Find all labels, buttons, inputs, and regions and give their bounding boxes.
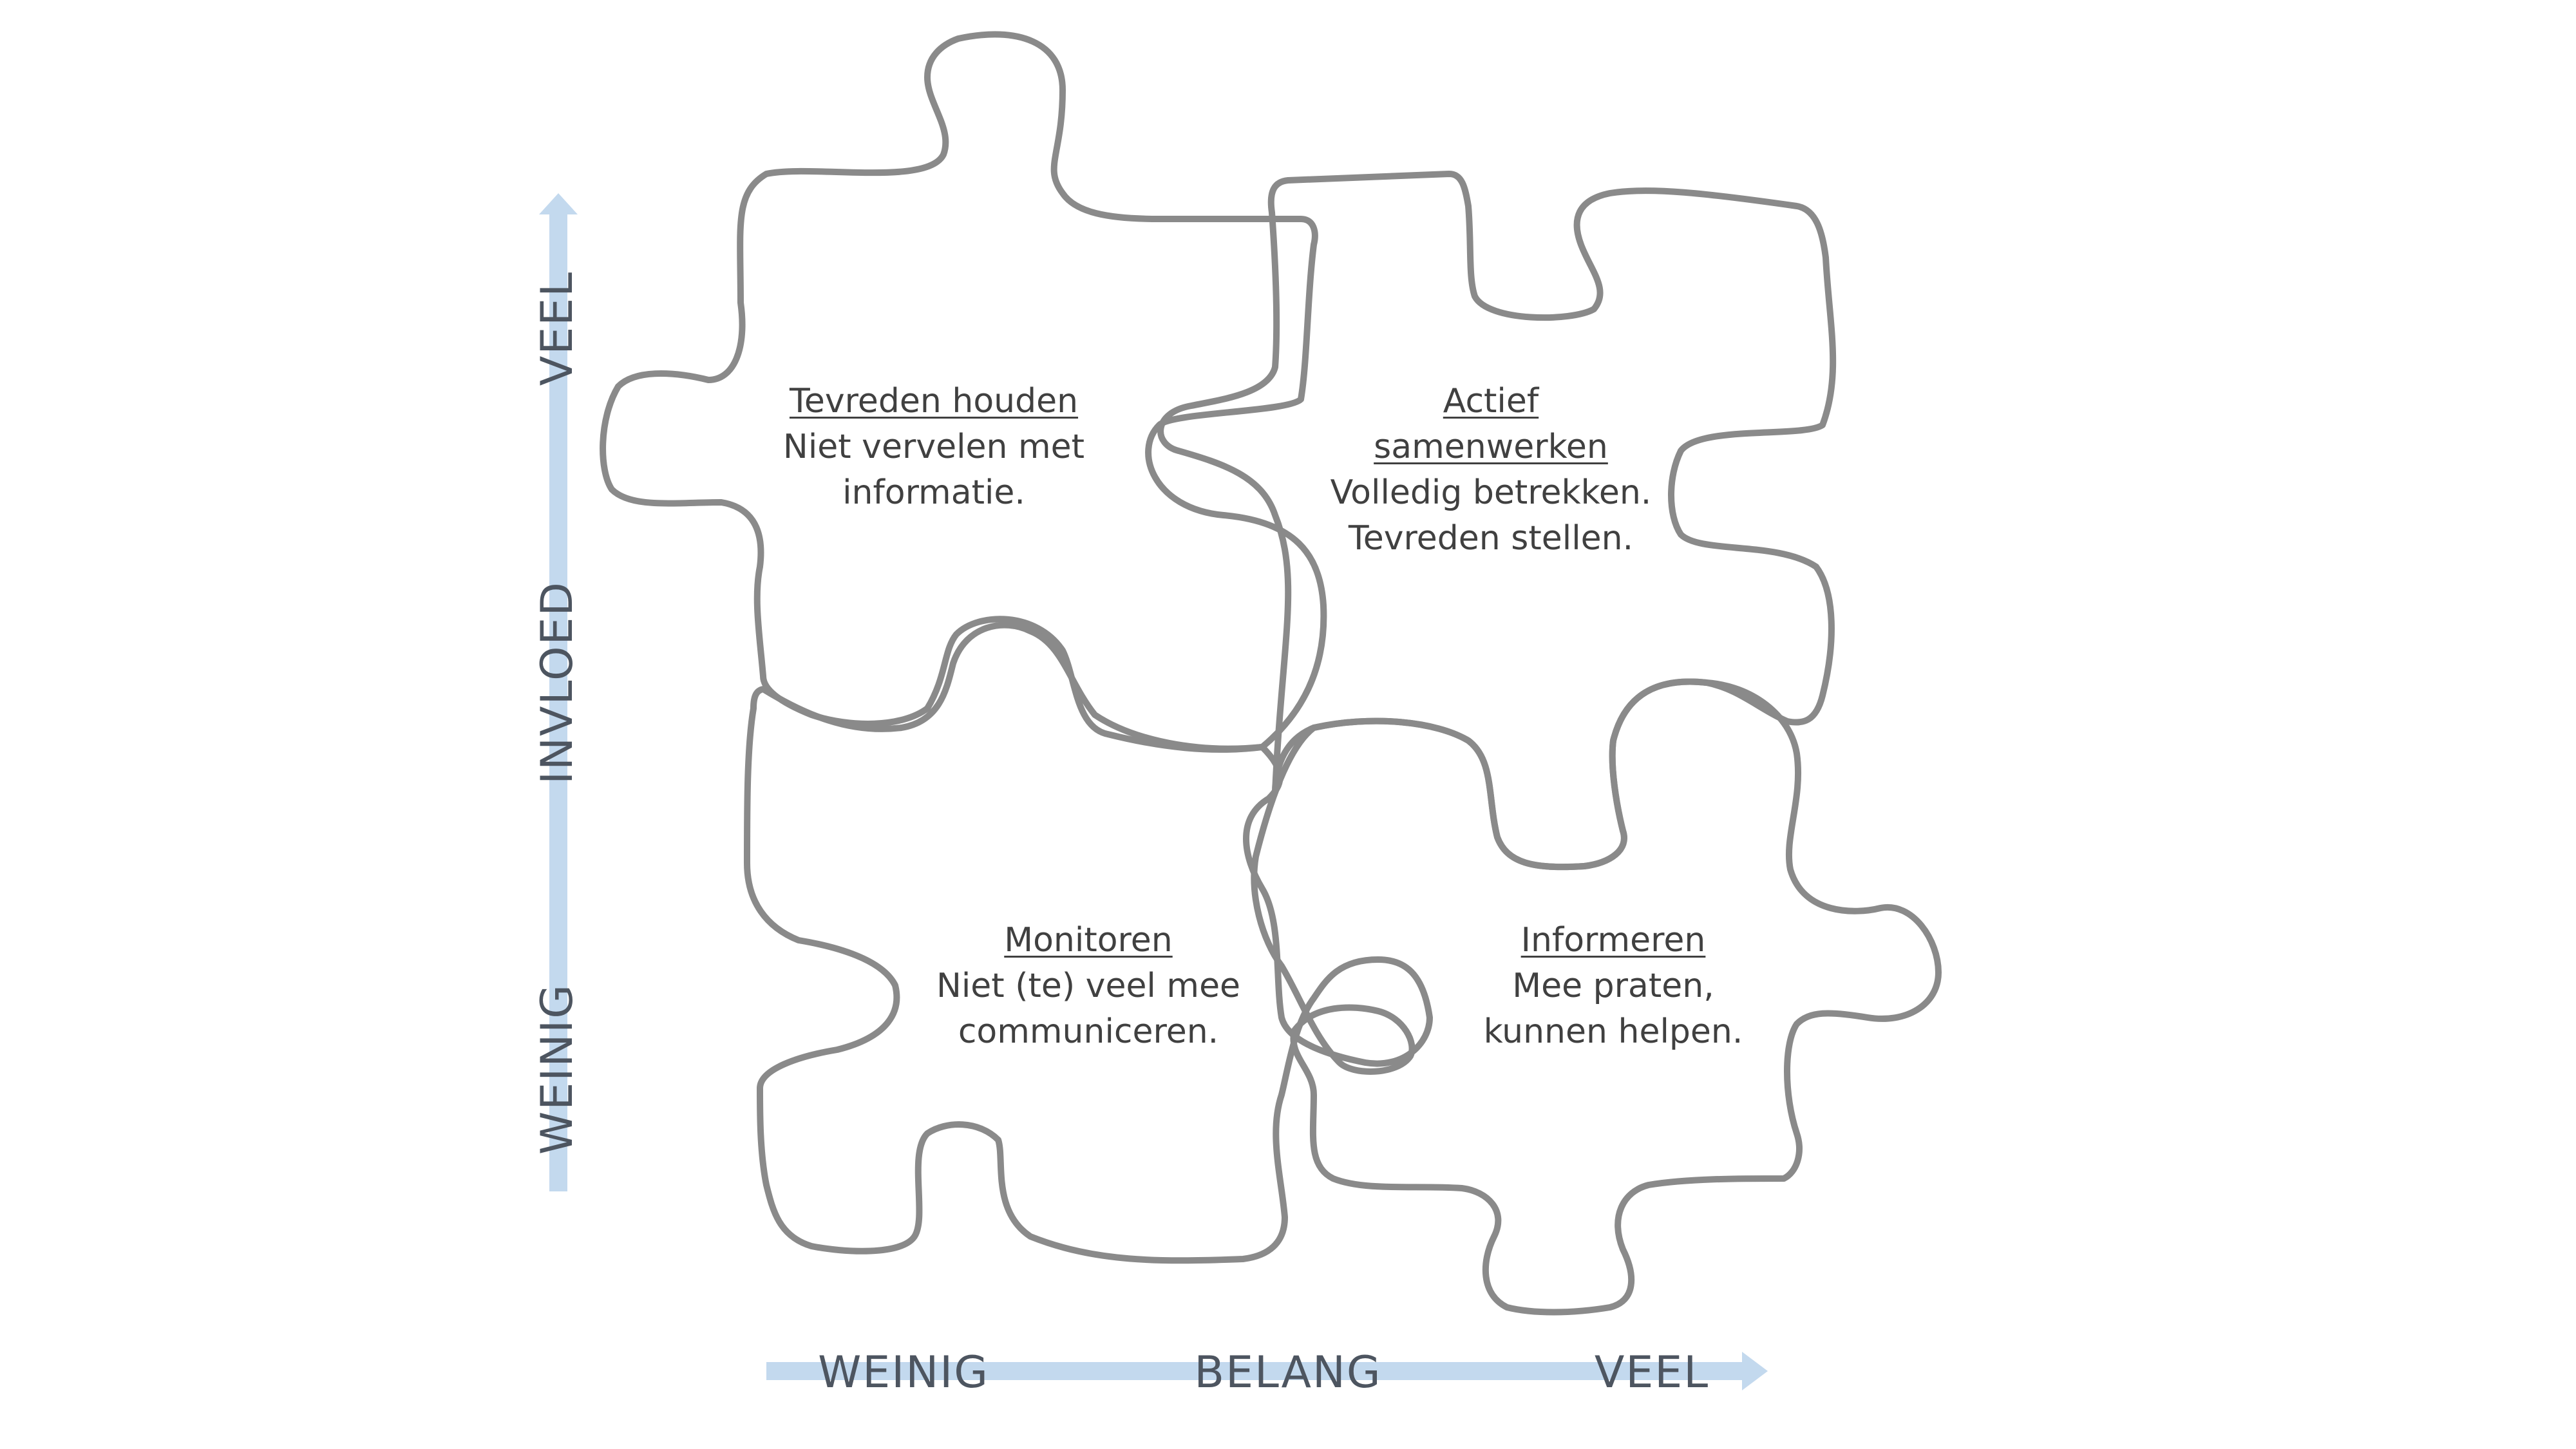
puzzle-piece-top-right [1157,171,1837,871]
x-axis-high-label: VEEL [1594,1347,1710,1398]
piece-title-top-right: Actief samenwerken [1374,382,1608,466]
piece-text-bottom-right: Informeren Mee praten, kunnen helpen. [1433,918,1794,1055]
piece-text-bottom-left: Monitoren Niet (te) veel mee communicere… [908,918,1269,1055]
piece-text-top-left: Tevreden houden Niet vervelen met inform… [753,379,1114,516]
piece-description-bottom-right: Mee praten, kunnen helpen. [1483,967,1743,1051]
piece-description-top-left: Niet vervelen met informatie. [782,428,1085,512]
piece-title-top-left: Tevreden houden [789,382,1079,421]
puzzle-piece-bottom-right [1251,678,1942,1316]
y-axis-arrow [539,193,578,1191]
piece-description-top-right: Volledig betrekken. Tevreden stellen. [1330,473,1652,558]
piece-description-bottom-left: Niet (te) veel mee communiceren. [936,967,1241,1051]
puzzle-piece-bottom-left [744,621,1433,1264]
x-axis-arrow [766,1352,1768,1390]
y-axis-high-label: VEEL [532,270,583,386]
x-axis-low-label: WEINIG [818,1347,989,1398]
y-axis-title: INVLOED [532,581,583,784]
piece-title-bottom-left: Monitoren [1004,921,1173,960]
piece-text-top-right: Actief samenwerken Volledig betrekken. T… [1311,379,1671,562]
piece-title-bottom-right: Informeren [1520,921,1706,960]
x-axis-title: BELANG [1194,1347,1382,1398]
puzzle-piece-top-left [600,31,1327,753]
y-axis-low-label: WEINIG [532,983,583,1155]
